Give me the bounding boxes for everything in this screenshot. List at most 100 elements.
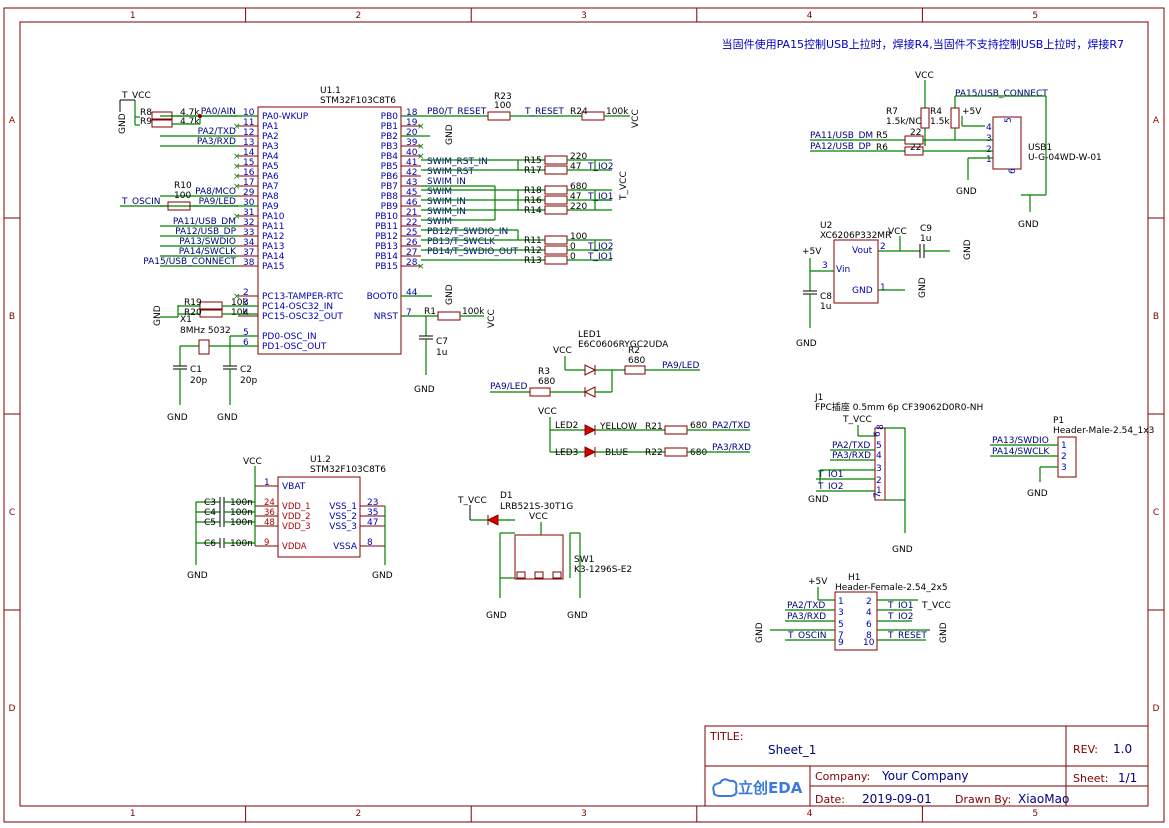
u1-pin-num: 7	[406, 308, 412, 318]
u1-right-net: PB12/T_SWDIO_IN	[427, 227, 508, 237]
swim-res-ref: R13	[524, 256, 542, 266]
u1-pin-num: 37	[243, 248, 254, 258]
swim-res-ref: R18	[524, 186, 542, 196]
svg-text:5: 5	[1004, 117, 1014, 123]
r8-val: 4.7k	[180, 108, 200, 118]
r19-ref: R19	[184, 298, 202, 308]
c8-ref: C8	[820, 292, 832, 302]
u1-pin-name: PA11	[262, 222, 284, 232]
svg-text:2: 2	[876, 476, 882, 486]
ruler-row-right: C	[1153, 508, 1159, 518]
gnd-label-usb1: GND	[956, 187, 977, 197]
swim-res-ref: R11	[524, 236, 542, 246]
left-network: T_VCC GND R8 4.7k R9 4.7k T_OSCIN R10 10…	[118, 91, 258, 423]
ruler-col-bottom: 4	[807, 809, 813, 819]
u1-pin-num: 33	[243, 228, 254, 238]
sw1-val: K3-1296S-E2	[574, 565, 632, 575]
swim-res-val: 47	[570, 162, 581, 172]
u1-right-net: SWIM_RST_IN	[427, 157, 488, 167]
date-value: 2019-09-01	[862, 792, 932, 806]
u12-pin-name: VSS_2	[329, 512, 357, 522]
plus5v-label-h1: +5V	[808, 577, 828, 587]
svg-text:1: 1	[876, 486, 882, 496]
t-io2-label-h1: T_IO2	[887, 612, 913, 622]
u12-pin-name: VSS_3	[329, 522, 357, 532]
u12-pin-name: VDD_1	[282, 502, 311, 512]
ruler-row-left: A	[9, 116, 16, 126]
u2-gnd: GND	[852, 286, 873, 296]
u1-pin-num: 25	[406, 228, 417, 238]
r23-ref: R23	[494, 92, 512, 102]
p1-ref: P1	[1053, 416, 1064, 426]
svg-text:3: 3	[986, 134, 992, 144]
c9-val: 1u	[920, 234, 931, 244]
u1-2-ref: U1.2	[310, 455, 331, 465]
u12-pin-num: 9	[264, 538, 269, 548]
u1-right-net: SWIM	[427, 217, 452, 227]
noconnect-icon: ×	[417, 152, 425, 162]
u1-pin-num: 31	[243, 208, 254, 218]
u1-right-net: SWIM_IN	[427, 197, 466, 207]
gnd-label-usb2: GND	[1018, 220, 1039, 230]
u1-left-net: PA8/MCO	[195, 187, 236, 197]
u1-pin-num: 17	[243, 178, 254, 188]
r5-val: 22	[910, 128, 921, 138]
r23-val: 100	[494, 101, 511, 111]
u12-pin-name: VDD_2	[282, 512, 311, 522]
u1-pin-name: PA4	[262, 152, 279, 162]
gnd-label-h1b: GND	[939, 622, 949, 643]
t-io1-label-j1: T_IO1	[817, 470, 843, 480]
u1-pin-name: PB10	[375, 212, 398, 222]
u1-pin-num: 12	[243, 128, 254, 138]
u12-pin-num: 35	[367, 508, 378, 518]
drawn-value: XiaoMao	[1018, 792, 1069, 806]
gnd-label-u2: GND	[918, 277, 928, 298]
svg-text:3: 3	[838, 608, 844, 618]
u1-pin-name: PA3	[262, 142, 279, 152]
r7-ref: R7	[886, 107, 898, 117]
vcc-label-r1: VCC	[487, 309, 497, 328]
u1-pin-num: 46	[406, 198, 418, 208]
svg-text:2: 2	[986, 145, 992, 155]
logo-icon	[712, 778, 738, 797]
sheet-label: Sheet:	[1073, 772, 1109, 785]
pa2-label-r21: PA2/TXD	[712, 421, 750, 431]
r3-ref: R3	[538, 367, 550, 377]
u1-pin-name: PC13-TAMPER-RTC	[262, 292, 343, 302]
vcc-label-u12: VCC	[243, 457, 262, 467]
d1-ref: D1	[500, 491, 513, 501]
u1-2-part: STM32F103C8T6	[310, 465, 386, 475]
r5-ref: R5	[876, 131, 888, 141]
u1-pin-num: 15	[243, 158, 254, 168]
r7-val: 1.5k/NC	[886, 117, 922, 127]
r21-val: 680	[690, 421, 707, 431]
swim-res-val: 0	[570, 242, 576, 252]
rev-value: 1.0	[1113, 742, 1132, 756]
svg-text:1: 1	[880, 283, 886, 293]
u12-cap-val: 100n	[230, 498, 253, 508]
ruler-col-bottom: 2	[356, 809, 362, 819]
u1-pin-num: 43	[406, 178, 417, 188]
u1-right-net: SWIM	[427, 187, 452, 197]
noconnect-icon: ×	[233, 182, 241, 192]
u1-left-net: PA11/USB_DM	[173, 217, 236, 227]
ruler-row-left: B	[9, 312, 15, 322]
noconnect-icon: ×	[233, 172, 241, 182]
svg-text:7: 7	[873, 492, 883, 498]
gnd-label-sw1b: GND	[567, 611, 588, 621]
u1-1-part: STM32F103C8T6	[320, 96, 396, 106]
h1-ref: H1	[848, 573, 861, 583]
u1-pin-name: PD0-OSC_IN	[262, 332, 317, 342]
r9-ref: R9	[140, 117, 152, 127]
r1-ref: R1	[424, 307, 436, 317]
u1-pin-name: PB8	[381, 192, 399, 202]
r24-val: 100k	[606, 107, 629, 117]
r6-val: 22	[910, 143, 921, 153]
pa12-net-usb: PA12/USB_DP	[810, 142, 871, 152]
u1-pin-name: PA13	[262, 242, 284, 252]
ruler-col-bottom: 1	[130, 809, 136, 819]
vcc-label-sw1: VCC	[529, 512, 548, 522]
